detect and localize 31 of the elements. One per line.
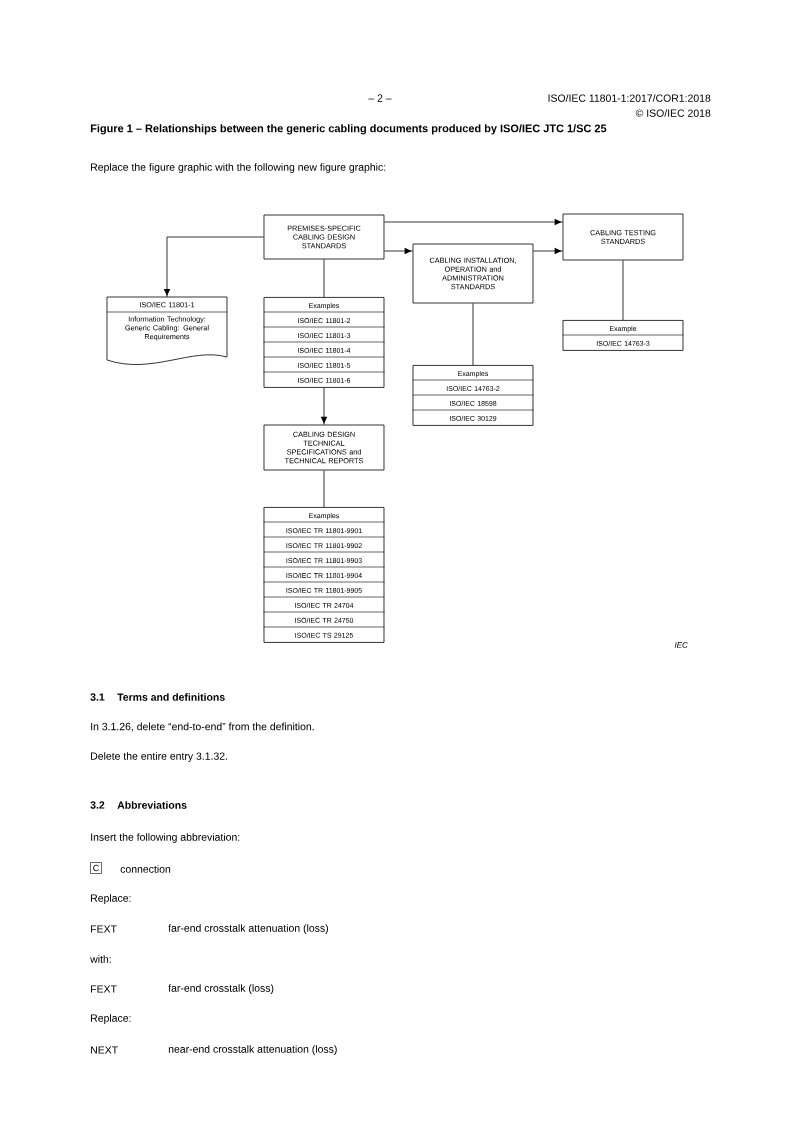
instruction-text: with: — [90, 955, 111, 963]
section-heading: Abbreviations — [117, 801, 187, 809]
instruction-text: In 3.1.26, delete “end-to-end” from the definition. — [91, 722, 314, 732]
section-number: 3.2 — [90, 801, 105, 809]
arrow — [533, 247, 563, 255]
arrow — [384, 218, 563, 226]
definition-text: connection — [120, 865, 171, 873]
instruction-text: Replace the figure graphic with the following new figure graphic: — [91, 163, 386, 173]
document-number: ISO/IEC 11801-1:2017/COR1:2018 — [548, 94, 711, 102]
arrow — [163, 236, 264, 298]
section-heading: Terms and definitions — [117, 693, 225, 701]
instruction-text: Delete the entire entry 3.1.32. — [91, 752, 228, 762]
abbreviation: FEXT — [91, 925, 117, 933]
arrow — [320, 387, 328, 425]
definition-text: far-end crosstalk (loss) — [168, 984, 274, 994]
arrow — [384, 247, 413, 255]
connector-line — [472, 303, 474, 366]
abbreviation: FEXT — [91, 985, 117, 993]
instruction-text: Insert the following abbreviation: — [91, 833, 240, 843]
instruction-text: Replace: — [91, 894, 131, 904]
instruction-text: Replace: — [91, 1014, 131, 1024]
definition-text: near-end crosstalk attenuation (loss) — [168, 1045, 337, 1055]
page-number: – 2 – — [368, 94, 392, 102]
section-number: 3.1 — [90, 693, 105, 701]
abbreviation: NEXT — [91, 1046, 118, 1054]
definition-text: far-end crosstalk attenuation (loss) — [168, 924, 328, 934]
connector-line — [323, 259, 325, 298]
connector-line — [622, 260, 624, 321]
copyright-line: © ISO/IEC 2018 — [635, 109, 711, 117]
figure-title: Figure 1 – Relationships between the generic cabling documents produced by ISO/IEC JTC 1/SC 25 — [90, 124, 607, 135]
connector-line — [323, 470, 325, 508]
